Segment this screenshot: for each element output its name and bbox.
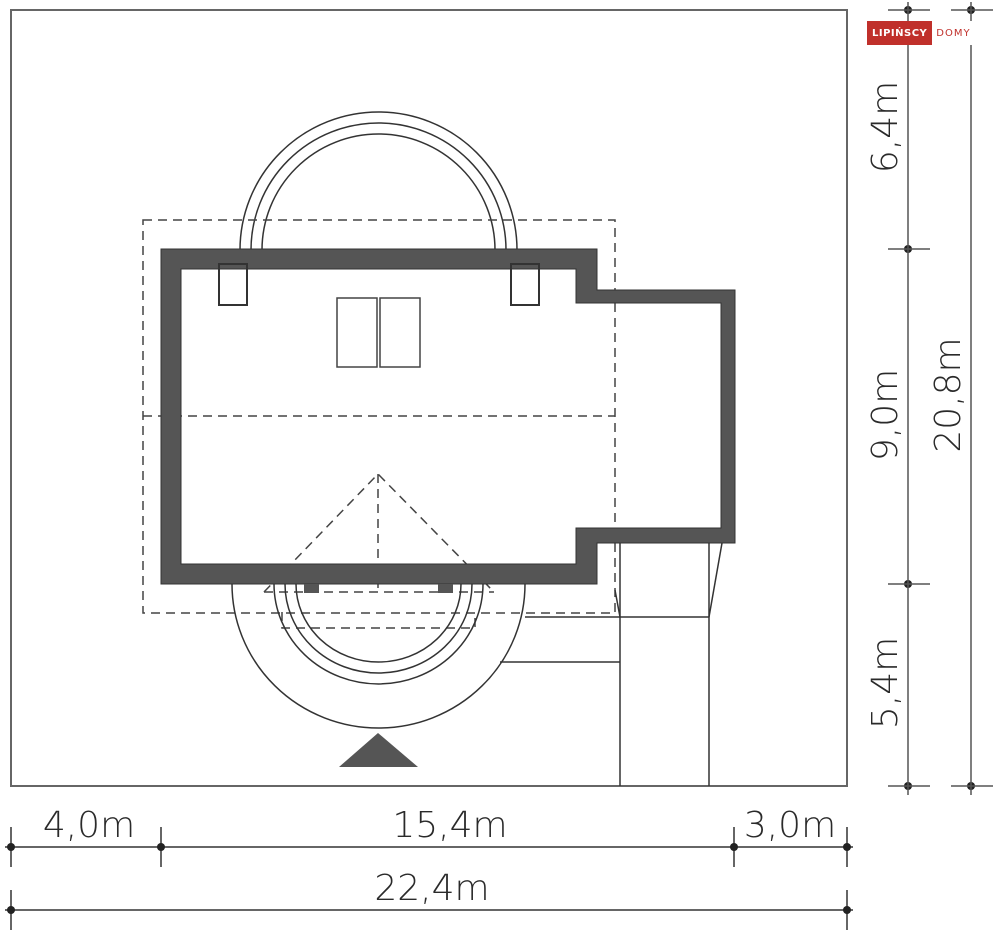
dim-label-total-width: 22,4m	[374, 868, 489, 909]
dim-label-rear-setback: 6,4m	[865, 81, 906, 173]
logo-part-2: DOMY	[932, 21, 975, 45]
skylights	[336, 297, 421, 368]
dim-label-house-depth: 9,0m	[865, 369, 906, 461]
vertical-dimensions	[888, 2, 993, 795]
horizontal-dimensions	[5, 827, 853, 930]
brand-logo: LIPIŃSCY DOMY	[867, 21, 975, 45]
dim-label-front-setback: 5,4m	[865, 637, 906, 729]
logo-part-1: LIPIŃSCY	[867, 21, 933, 45]
wall-openings	[218, 263, 540, 306]
dimension-dots	[7, 6, 975, 914]
column-left	[304, 584, 319, 593]
dim-label-right-setback: 3,0m	[744, 805, 836, 846]
dim-label-house-width: 15,4m	[392, 805, 507, 846]
column-right	[438, 584, 453, 593]
driveway	[500, 542, 723, 786]
front-steps	[231, 583, 526, 729]
rear-arch	[239, 111, 518, 251]
plot-boundary	[10, 9, 848, 787]
dim-label-left-setback: 4,0m	[43, 805, 135, 846]
triangle-entrance-icon	[339, 733, 418, 767]
dim-label-total-depth: 20,8m	[928, 337, 969, 452]
